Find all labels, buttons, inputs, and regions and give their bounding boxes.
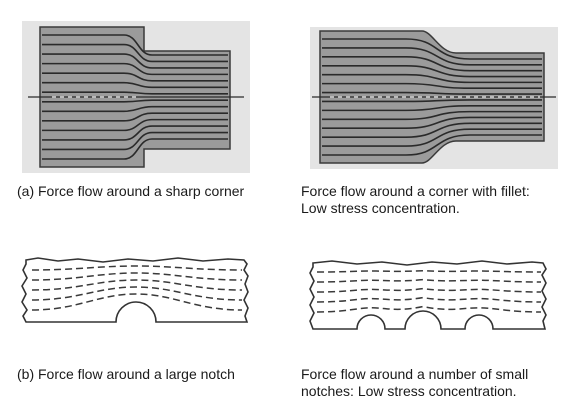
large-notch-diagram [18,254,250,330]
fillet-corner-figure [310,27,558,169]
flow-line [42,125,228,141]
flow-dash [316,305,542,313]
force-flow-lines [42,34,228,160]
flow-line [322,91,542,95]
flow-dash [31,279,243,291]
sharp-corner-figure [22,21,250,173]
flow-dash [31,286,243,301]
caption-small-notches-line2: notches: Low stress concentration. [301,383,517,399]
caption-fillet-line1: Force flow around a corner with fillet: [301,183,530,199]
flow-line [42,81,228,89]
flow-line [322,128,542,147]
flow-line [322,38,542,60]
flow-line [322,56,542,72]
force-flow-lines [322,38,542,156]
flow-line [42,62,228,76]
flow-line [42,138,228,160]
flow-dash [31,265,243,271]
flow-dash [31,272,243,281]
caption-large-notch: (b) Force flow around a large notch [17,366,235,382]
force-flow-dashes [31,265,243,311]
caption-sharp-corner: (a) Force flow around a sharp corner [17,183,245,199]
flow-line [322,104,542,112]
small-notches-diagram [307,257,549,333]
flow-line [42,34,228,56]
flow-line [42,112,228,122]
caption-fillet-corner: Force flow around a corner with fillet: … [301,183,530,217]
flow-line [322,73,542,84]
caption-small-notches: Force flow around a number of small notc… [301,366,528,400]
flow-line [42,99,228,103]
flow-dash [316,296,542,303]
flow-line [322,47,542,66]
flow-line [322,64,542,78]
flow-line [42,131,228,151]
caption-fillet-line2: Low stress concentration. [301,200,460,216]
plate-outline [21,257,249,323]
flow-dash [316,287,542,293]
fillet-corner-diagram [310,27,558,169]
flow-line [42,53,228,69]
large-notch-figure [21,257,249,323]
plate-outline [309,260,547,330]
flow-line [322,99,542,103]
flow-line [322,116,542,130]
flow-line [42,91,228,95]
sharp-corner-diagram [22,21,250,173]
flow-line [42,72,228,82]
flow-line [322,134,542,156]
flow-line [42,43,228,63]
flow-line [42,118,228,132]
flow-line [42,105,228,113]
flow-dash [31,293,243,311]
flow-line [322,82,542,90]
flow-line [322,110,542,121]
flow-line [322,122,542,138]
force-flow-dashes [316,269,542,313]
small-notches-figure [309,260,547,330]
caption-small-notches-line1: Force flow around a number of small [301,366,529,382]
